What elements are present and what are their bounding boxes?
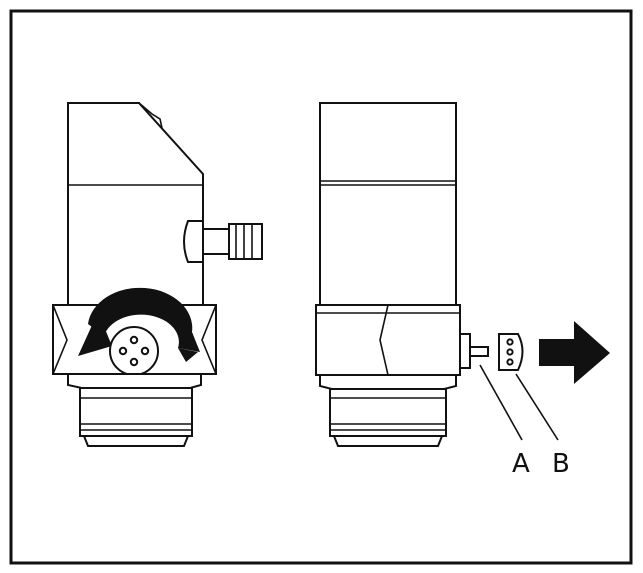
- left-side-connector: [183, 220, 204, 263]
- rotate-arrow-icon: [78, 287, 200, 362]
- right-housing: [319, 102, 457, 306]
- leader-line-b: [515, 373, 559, 441]
- left-device: [52, 102, 263, 447]
- removed-cap: [498, 333, 524, 371]
- label-b: B: [552, 449, 570, 479]
- leader-line-a: [479, 364, 523, 441]
- right-hex-nut: [315, 304, 461, 376]
- right-arrow-icon: [539, 321, 610, 384]
- pin-stub: [459, 333, 471, 369]
- right-device: [315, 102, 489, 447]
- label-a: A: [512, 449, 530, 479]
- connector-face: [109, 326, 159, 376]
